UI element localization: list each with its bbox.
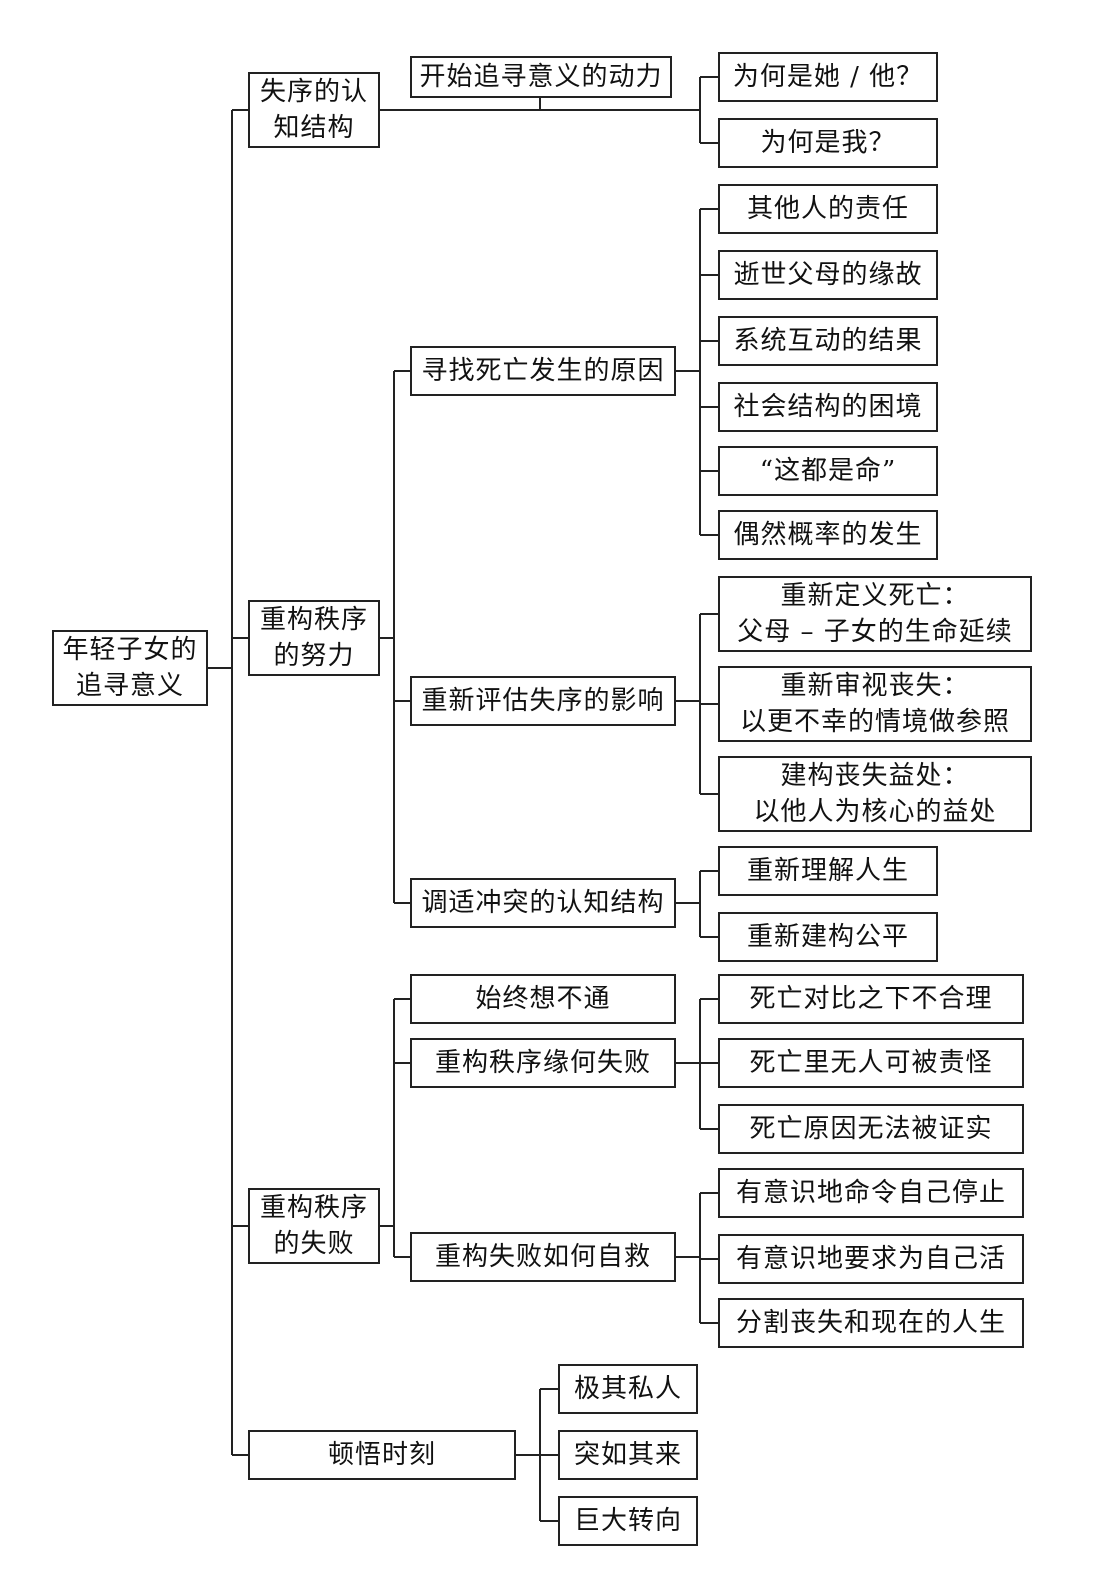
- leaf-live-for-self: 有意识地要求为自己活: [718, 1234, 1024, 1284]
- leaf-no-one-to-blame: 死亡里无人可被责怪: [718, 1038, 1024, 1088]
- leaf-fate: “这都是命”: [718, 446, 938, 496]
- leaf-reexamine-loss: 重新审视丧失： 以更不幸的情境做参照: [718, 666, 1032, 742]
- leaf-deceased-parents: 逝世父母的缘故: [718, 250, 938, 300]
- leaf-big-turn: 巨大转向: [558, 1496, 698, 1546]
- leaf-system-interaction: 系统互动的结果: [718, 316, 938, 366]
- group-reevaluate-impact: 重新评估失序的影响: [410, 676, 676, 726]
- leaf-sudden: 突如其来: [558, 1430, 698, 1480]
- leaf-order-self-stop: 有意识地命令自己停止: [718, 1168, 1024, 1218]
- leaf-others-responsibility: 其他人的责任: [718, 184, 938, 234]
- leaf-reunderstand-life: 重新理解人生: [718, 846, 938, 896]
- branch-disordered-cognition: 失序的认 知结构: [248, 72, 380, 148]
- branch-epiphany: 顿悟时刻: [248, 1430, 516, 1480]
- leaf-why-her-him: 为何是她 / 他？: [718, 52, 938, 102]
- group-cannot-figure-out: 始终想不通: [410, 974, 676, 1024]
- branch-rebuild-order-effort: 重构秩序 的努力: [248, 600, 380, 676]
- group-self-rescue: 重构失败如何自救: [410, 1232, 676, 1282]
- leaf-rebuild-fairness: 重新建构公平: [718, 912, 938, 962]
- leaf-separate-loss: 分割丧失和现在的人生: [718, 1298, 1024, 1348]
- group-adjust-cognition: 调适冲突的认知结构: [410, 878, 676, 928]
- leaf-why-me: 为何是我？: [718, 118, 938, 168]
- leaf-construct-benefit: 建构丧失益处： 以他人为核心的益处: [718, 756, 1032, 832]
- leaf-cause-unverifiable: 死亡原因无法被证实: [718, 1104, 1024, 1154]
- leaf-social-structure: 社会结构的困境: [718, 382, 938, 432]
- group-motivation: 开始追寻意义的动力: [410, 56, 672, 98]
- branch-rebuild-order-failure: 重构秩序 的失败: [248, 1188, 380, 1264]
- leaf-death-unreasonable: 死亡对比之下不合理: [718, 974, 1024, 1024]
- leaf-redefine-death: 重新定义死亡： 父母 – 子女的生命延续: [718, 576, 1032, 652]
- group-find-causes: 寻找死亡发生的原因: [410, 346, 676, 396]
- leaf-chance: 偶然概率的发生: [718, 510, 938, 560]
- group-why-failed: 重构秩序缘何失败: [410, 1038, 676, 1088]
- root-node: 年轻子女的 追寻意义: [52, 630, 208, 706]
- leaf-extremely-private: 极其私人: [558, 1364, 698, 1414]
